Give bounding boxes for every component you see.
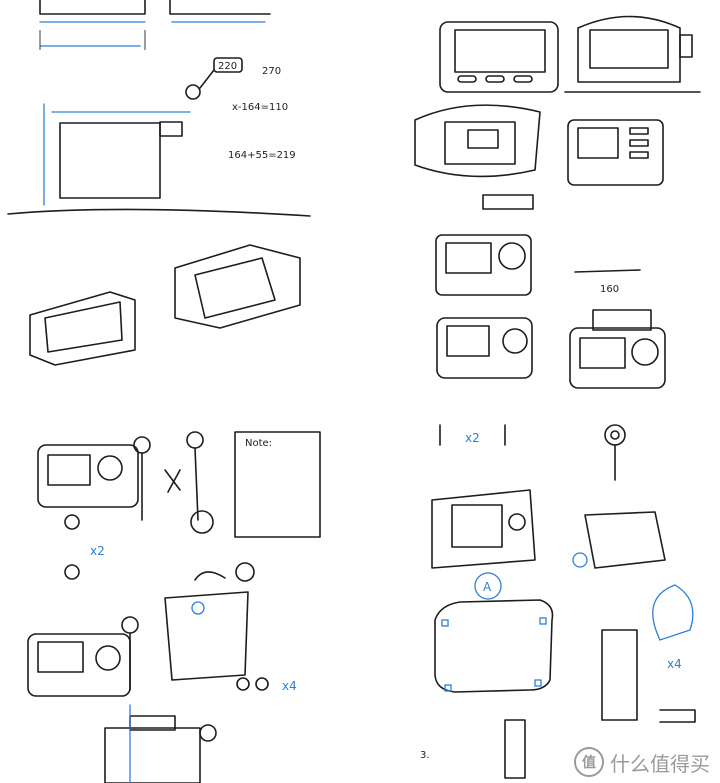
label-x4-right: x4 bbox=[667, 657, 682, 671]
bottom-right-sketches: x2 A x4 3. bbox=[420, 424, 696, 779]
label-3: 3. bbox=[420, 750, 430, 761]
top-left-sketches: 220 270 x-164=110 164+55=219 bbox=[7, 0, 311, 366]
label-160: 160 bbox=[600, 284, 619, 295]
watermark: 值 什么值得买 bbox=[574, 747, 710, 777]
label-x2-left: x2 bbox=[90, 544, 105, 558]
top-right-sketches: 160 bbox=[414, 15, 701, 389]
svg-text:x-164=110: x-164=110 bbox=[232, 102, 288, 113]
bottom-left-sketches: Note: x2 x4 bbox=[27, 431, 321, 783]
label-220: 220 bbox=[218, 61, 237, 72]
label-270: 270 bbox=[262, 66, 281, 77]
circle-label-a: A bbox=[483, 580, 492, 594]
note-header: Note: bbox=[245, 438, 272, 449]
label-x2-right: x2 bbox=[465, 431, 480, 445]
watermark-text: 什么值得买 bbox=[610, 751, 710, 776]
svg-text:164+55=219: 164+55=219 bbox=[228, 150, 296, 161]
watermark-badge-icon: 值 bbox=[574, 747, 604, 777]
label-x4-mid: x4 bbox=[282, 679, 297, 693]
